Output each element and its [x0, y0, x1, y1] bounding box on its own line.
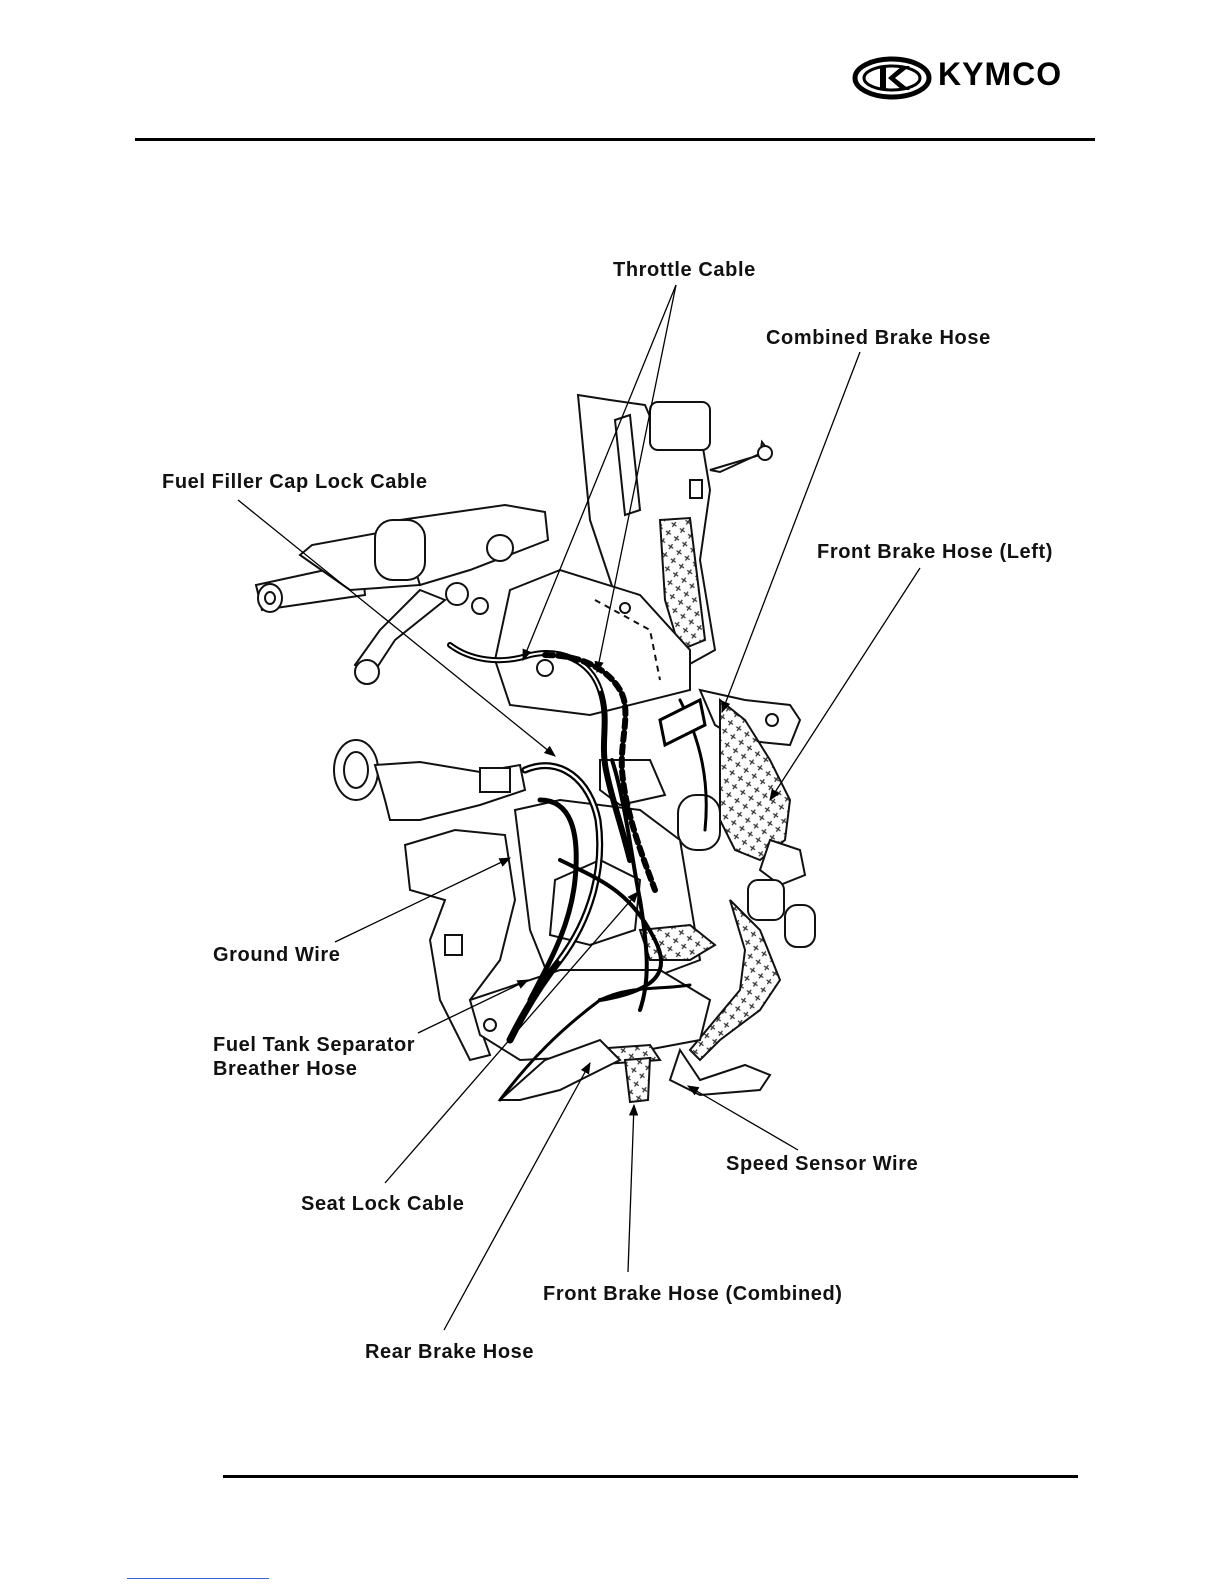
- steering-column: [495, 395, 772, 715]
- label-fuel-filler-cap-lock-cable: Fuel Filler Cap Lock Cable: [162, 471, 428, 494]
- label-front-brake-hose-combined: Front Brake Hose (Combined): [543, 1283, 843, 1306]
- label-ground-wire: Ground Wire: [213, 944, 341, 967]
- label-throttle-cable: Throttle Cable: [613, 259, 756, 282]
- label-front-brake-hose-left: Front Brake Hose (Left): [817, 541, 1053, 564]
- footer-link-underline[interactable]: [127, 1578, 269, 1579]
- label-combined-brake-hose: Combined Brake Hose: [766, 327, 991, 350]
- label-rear-brake-hose: Rear Brake Hose: [365, 1341, 534, 1364]
- label-fuel-tank-separator-breather-hose: Fuel Tank Separator Breather Hose: [213, 1033, 415, 1081]
- footer-rule: [223, 1475, 1078, 1478]
- label-seat-lock-cable: Seat Lock Cable: [301, 1193, 465, 1216]
- label-speed-sensor-wire: Speed Sensor Wire: [726, 1153, 918, 1176]
